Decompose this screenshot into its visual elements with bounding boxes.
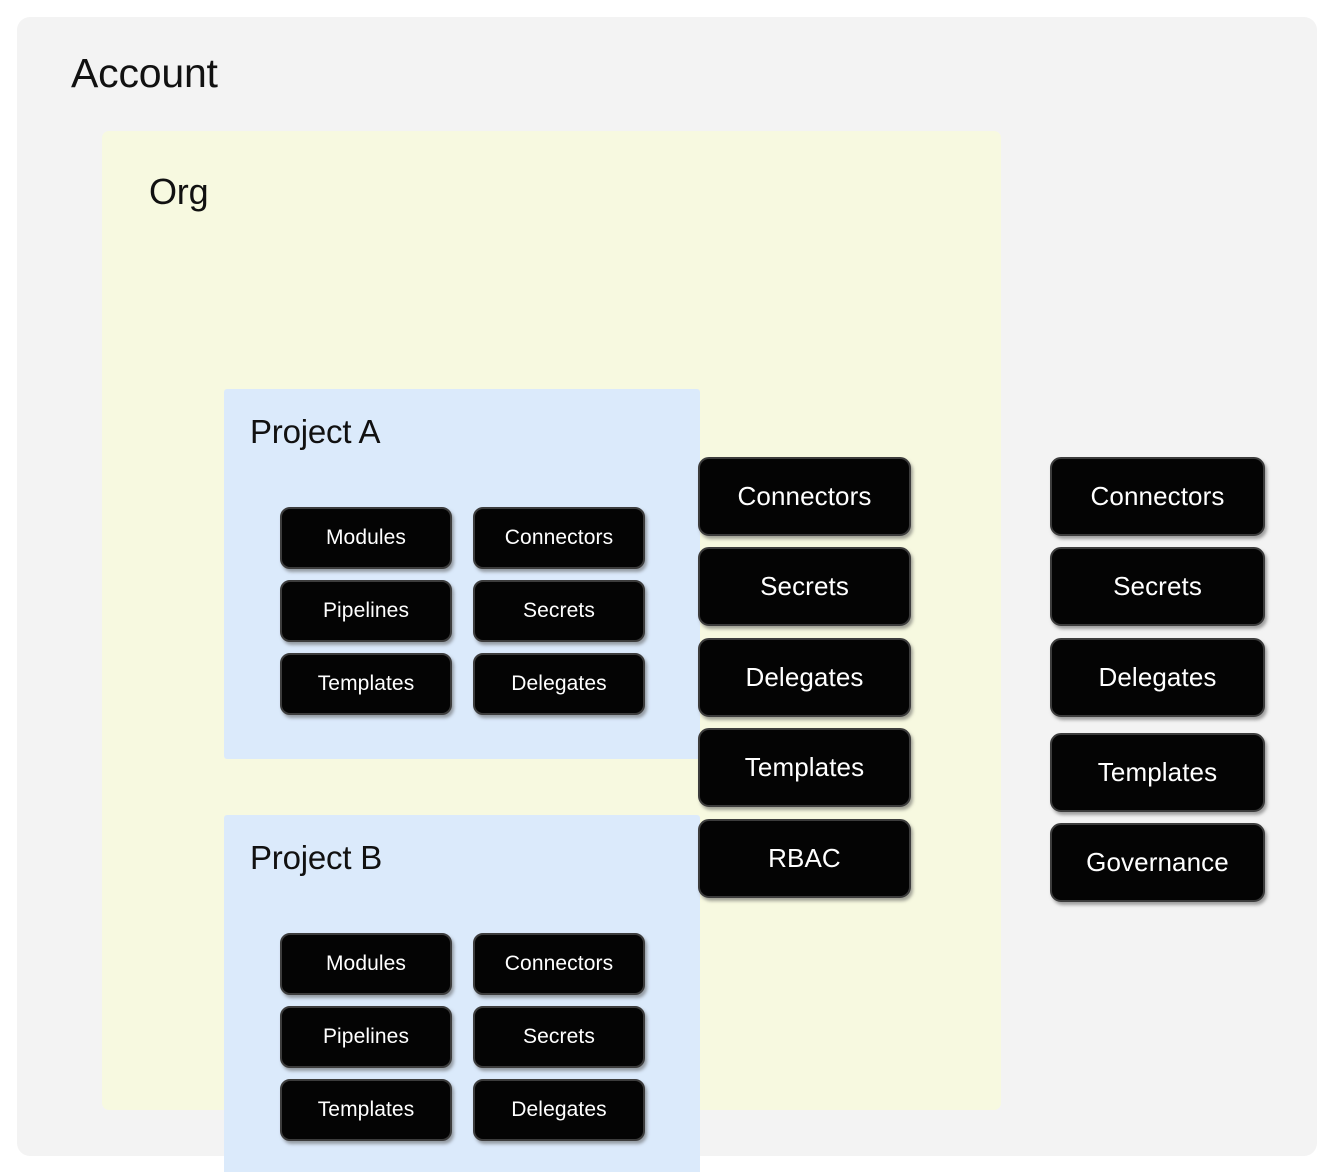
- org-chip-rbac[interactable]: RBAC: [698, 819, 911, 898]
- project-b-container: Project B Modules Pipelines Templates Co…: [224, 815, 700, 1172]
- project-a-label: Project A: [250, 413, 381, 450]
- account-scope-label: Account: [71, 50, 218, 96]
- project-a-chip-modules[interactable]: Modules: [280, 507, 452, 569]
- project-a-container: Project A Modules Pipelines Templates Co…: [224, 389, 700, 759]
- project-b-chip-delegates[interactable]: Delegates: [473, 1079, 645, 1141]
- project-a-chip-delegates[interactable]: Delegates: [473, 653, 645, 715]
- project-b-label: Project B: [250, 839, 383, 876]
- org-chip-secrets[interactable]: Secrets: [698, 547, 911, 626]
- account-chip-governance[interactable]: Governance: [1050, 823, 1265, 902]
- org-chip-delegates[interactable]: Delegates: [698, 638, 911, 717]
- account-chip-secrets[interactable]: Secrets: [1050, 547, 1265, 626]
- org-chip-connectors[interactable]: Connectors: [698, 457, 911, 536]
- project-b-chip-modules[interactable]: Modules: [280, 933, 452, 995]
- project-a-chip-templates[interactable]: Templates: [280, 653, 452, 715]
- project-b-chip-secrets[interactable]: Secrets: [473, 1006, 645, 1068]
- account-chip-connectors[interactable]: Connectors: [1050, 457, 1265, 536]
- org-chip-templates[interactable]: Templates: [698, 728, 911, 807]
- project-b-chip-pipelines[interactable]: Pipelines: [280, 1006, 452, 1068]
- project-a-chip-grid: Modules Pipelines Templates Connectors S…: [280, 507, 650, 727]
- account-scope-container: Account Org Project A Modules Pipelines …: [17, 17, 1317, 1172]
- project-b-chip-grid: Modules Pipelines Templates Connectors S…: [280, 933, 650, 1153]
- project-b-chip-templates[interactable]: Templates: [280, 1079, 452, 1141]
- project-b-chip-connectors[interactable]: Connectors: [473, 933, 645, 995]
- project-a-chip-secrets[interactable]: Secrets: [473, 580, 645, 642]
- account-chip-delegates[interactable]: Delegates: [1050, 638, 1265, 717]
- project-a-chip-connectors[interactable]: Connectors: [473, 507, 645, 569]
- org-scope-label: Org: [149, 171, 209, 212]
- project-a-chip-pipelines[interactable]: Pipelines: [280, 580, 452, 642]
- account-chip-templates[interactable]: Templates: [1050, 733, 1265, 812]
